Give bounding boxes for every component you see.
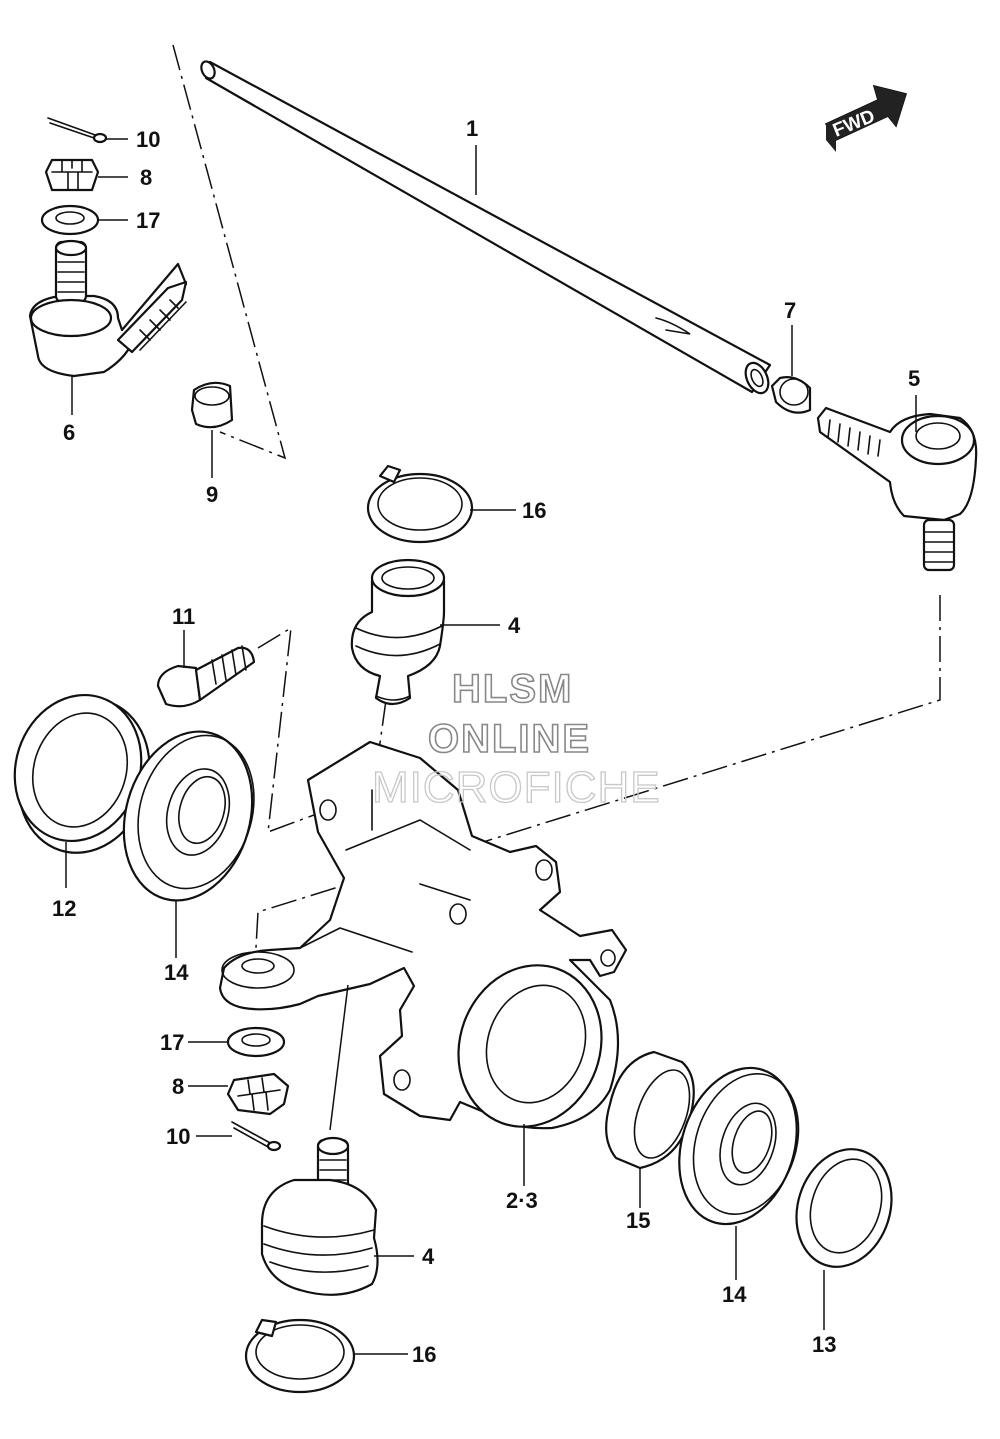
callout-11: 11 — [172, 604, 195, 629]
callout-12: 12 — [52, 896, 76, 921]
castle-nut-lower — [226, 1072, 290, 1116]
callout-14-right: 14 — [722, 1282, 747, 1307]
washer-upper — [40, 204, 100, 236]
bearing-right — [678, 1066, 800, 1226]
callout-17-lower: 17 — [160, 1030, 184, 1055]
watermark: HLSM ONLINE MICROFICHE — [371, 666, 661, 812]
callout-9: 9 — [206, 482, 218, 507]
circlip-lower — [244, 1318, 356, 1394]
callout-2-3: 2·3 — [506, 1188, 538, 1213]
callout-10-upper: 10 — [136, 127, 160, 152]
callout-13: 13 — [812, 1332, 836, 1357]
assembly-lines — [172, 44, 941, 966]
tie-rod — [200, 60, 772, 395]
callout-4-upper: 4 — [508, 613, 521, 638]
watermark-line-3: MICROFICHE — [372, 763, 661, 812]
callout-8-upper: 8 — [140, 165, 152, 190]
callout-14-left: 14 — [164, 960, 189, 985]
bolt-11 — [156, 645, 256, 708]
callout-1: 1 — [466, 116, 478, 141]
tie-rod-end-right — [816, 406, 978, 572]
seal-12 — [13, 693, 151, 854]
ball-joint-upper — [350, 558, 446, 706]
callout-15: 15 — [626, 1208, 650, 1233]
callout-16-upper: 16 — [522, 498, 546, 523]
callout-8-lower: 8 — [172, 1074, 184, 1099]
callout-4-lower: 4 — [422, 1244, 435, 1269]
callout-7: 7 — [784, 298, 796, 323]
watermark-line-2: ONLINE — [428, 717, 591, 761]
collar-15 — [605, 1050, 695, 1170]
cotter-pin-lower — [231, 1121, 282, 1152]
nut-7 — [770, 376, 812, 414]
nut-9 — [190, 381, 234, 429]
assembly-line-tie-rod-right — [254, 595, 941, 966]
ball-joint-lower — [260, 1136, 379, 1296]
assembly-line-tie-rod-left — [172, 44, 287, 460]
seal-13 — [795, 1148, 893, 1268]
callout-5: 5 — [908, 366, 920, 391]
watermark-line-1: HLSM — [452, 667, 573, 711]
assembly-line-bolt — [257, 626, 323, 834]
steering-knuckle — [218, 740, 628, 1130]
circlip-upper — [366, 464, 474, 544]
cotter-pin-upper — [47, 117, 108, 144]
bearing-left — [122, 730, 255, 902]
leader-lines — [65, 138, 917, 1355]
washer-lower — [226, 1026, 286, 1058]
callout-10-lower: 10 — [166, 1124, 190, 1149]
callout-6: 6 — [63, 420, 75, 445]
callout-16-lower: 16 — [412, 1342, 436, 1367]
callout-17-upper: 17 — [136, 208, 160, 233]
callout-labels: 1 10 8 17 6 9 7 5 16 4 11 12 14 17 8 10 … — [52, 116, 920, 1367]
fwd-direction-badge: FWD — [824, 84, 908, 152]
tie-rod-end-left — [28, 239, 188, 378]
castle-nut-upper — [44, 158, 100, 192]
